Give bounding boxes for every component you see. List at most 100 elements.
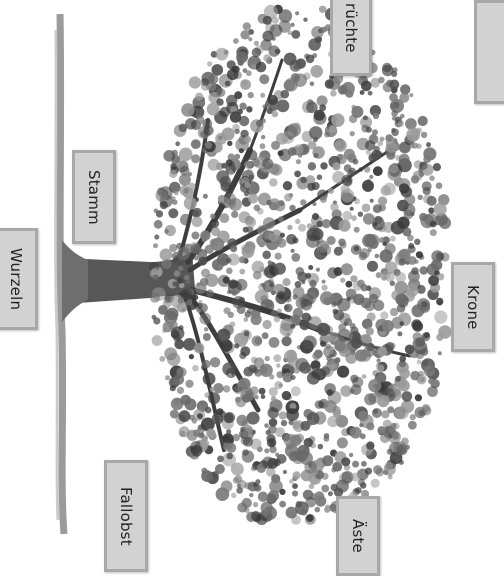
foliage-leaf-cluster — [364, 393, 376, 405]
foliage-leaf-cluster — [380, 311, 388, 319]
foliage-leaf-cluster — [170, 385, 176, 391]
foliage-leaf-cluster — [225, 188, 229, 192]
foliage-leaf-cluster — [271, 396, 276, 401]
foliage-leaf-cluster — [382, 63, 392, 73]
foliage-leaf-cluster — [264, 423, 269, 428]
foliage-leaf-cluster — [229, 198, 242, 211]
label-fallobst-text: Fallobst — [117, 487, 135, 546]
foliage-leaf-cluster — [183, 188, 188, 193]
foliage-leaf-cluster — [277, 308, 282, 313]
foliage-leaf-cluster — [399, 249, 411, 261]
foliage-leaf-cluster — [219, 213, 229, 223]
foliage-leaf-cluster — [223, 433, 233, 443]
foliage-leaf-cluster — [174, 339, 184, 349]
foliage-leaf-cluster — [373, 465, 382, 474]
foliage-leaf-cluster — [346, 281, 353, 288]
foliage-leaf-cluster — [287, 225, 292, 230]
foliage-leaf-cluster — [264, 448, 269, 453]
foliage-leaf-cluster — [395, 376, 401, 382]
foliage-leaf-cluster — [252, 336, 263, 347]
foliage-leaf-cluster — [296, 159, 301, 164]
foliage-leaf-cluster — [410, 414, 416, 420]
foliage-leaf-cluster — [350, 375, 358, 383]
foliage-leaf-cluster — [167, 353, 180, 366]
foliage-leaf-cluster — [212, 471, 219, 478]
foliage-leaf-cluster — [159, 356, 165, 362]
foliage-leaf-cluster — [226, 453, 233, 460]
foliage-leaf-cluster — [373, 113, 379, 119]
foliage-leaf-cluster — [288, 31, 292, 35]
foliage-leaf-cluster — [438, 351, 442, 355]
foliage-leaf-cluster — [179, 426, 190, 437]
foliage-leaf-cluster — [424, 366, 435, 377]
foliage-leaf-cluster — [352, 461, 359, 468]
foliage-leaf-cluster — [332, 462, 342, 472]
foliage-leaf-cluster — [369, 287, 381, 299]
foliage-leaf-cluster — [328, 491, 333, 496]
foliage-leaf-cluster — [358, 479, 365, 486]
foliage-leaf-cluster — [174, 374, 185, 385]
foliage-leaf-cluster — [197, 413, 203, 419]
foliage-leaf-cluster — [308, 265, 313, 270]
foliage-leaf-cluster — [408, 421, 417, 430]
foliage-leaf-cluster — [179, 410, 191, 422]
foliage-leaf-cluster — [426, 142, 431, 147]
foliage-leaf-cluster — [199, 313, 211, 325]
foliage-leaf-cluster — [390, 236, 396, 242]
foliage-leaf-cluster — [213, 383, 223, 393]
foliage-leaf-cluster — [252, 48, 261, 57]
foliage-leaf-cluster — [366, 441, 374, 449]
foliage-leaf-cluster — [336, 480, 349, 493]
foliage-leaf-cluster — [416, 251, 423, 258]
foliage-leaf-cluster — [321, 485, 329, 493]
foliage-leaf-cluster — [399, 321, 404, 326]
foliage-leaf-cluster — [192, 216, 203, 227]
foliage-leaf-cluster — [236, 51, 248, 63]
foliage-leaf-cluster — [208, 74, 218, 84]
foliage-leaf-cluster — [340, 242, 347, 249]
foliage-leaf-cluster — [160, 201, 168, 209]
foliage-leaf-cluster — [196, 116, 204, 124]
foliage-leaf-cluster — [382, 320, 394, 332]
foliage-leaf-cluster — [354, 198, 360, 204]
foliage-leaf-cluster — [262, 158, 273, 169]
foliage-leaf-cluster — [198, 433, 204, 439]
foliage-leaf-cluster — [338, 86, 347, 95]
foliage-leaf-cluster — [384, 464, 396, 476]
foliage-leaf-cluster — [290, 324, 295, 329]
foliage-leaf-cluster — [303, 336, 317, 350]
foliage-leaf-cluster — [289, 205, 295, 211]
foliage-leaf-cluster — [234, 386, 242, 394]
foliage-leaf-cluster — [245, 311, 252, 318]
foliage-leaf-cluster — [420, 266, 428, 274]
foliage-leaf-cluster — [326, 389, 333, 396]
foliage-leaf-cluster — [224, 412, 235, 423]
label-krone-text: Krone — [464, 285, 482, 330]
foliage-leaf-cluster — [395, 406, 408, 419]
foliage-leaf-cluster — [353, 159, 359, 165]
foliage-leaf-cluster — [254, 486, 259, 491]
foliage-leaf-cluster — [317, 323, 330, 336]
foliage-leaf-cluster — [291, 23, 295, 27]
foliage-leaf-cluster — [226, 443, 236, 453]
foliage-leaf-cluster — [310, 81, 315, 86]
foliage-leaf-cluster — [274, 316, 281, 323]
foliage-leaf-cluster — [367, 248, 372, 253]
foliage-leaf-cluster — [361, 284, 368, 291]
foliage-leaf-cluster — [291, 253, 300, 262]
foliage-leaf-cluster — [156, 190, 168, 202]
foliage-leaf-cluster — [234, 475, 242, 483]
foliage-leaf-cluster — [373, 207, 379, 213]
label-stamm: Stamm — [72, 150, 116, 244]
foliage-leaf-cluster — [351, 338, 362, 349]
foliage-leaf-cluster — [380, 249, 393, 262]
foliage-leaf-cluster — [359, 167, 364, 172]
foliage-leaf-cluster — [380, 137, 385, 142]
foliage-leaf-cluster — [205, 407, 212, 414]
foliage-leaf-cluster — [260, 93, 265, 98]
foliage-leaf-cluster — [177, 387, 184, 394]
foliage-leaf-cluster — [236, 487, 243, 494]
foliage-leaf-cluster — [318, 444, 324, 450]
foliage-leaf-cluster — [247, 150, 257, 160]
